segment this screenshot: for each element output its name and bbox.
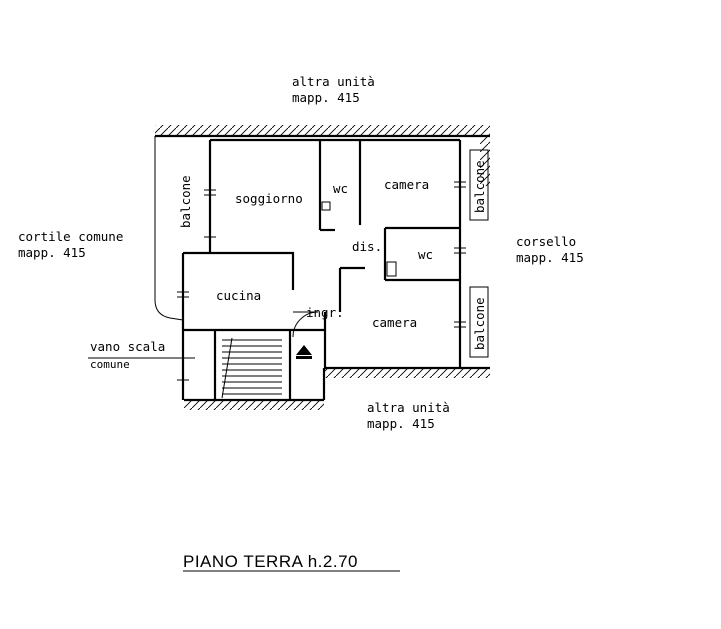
room-cucina: cucina [216, 288, 261, 303]
outer-walls [181, 138, 462, 400]
balcony-left-label: balcone [178, 175, 193, 228]
right-lane-line2: mapp. 415 [516, 250, 584, 265]
stair-label-line2: comune [90, 358, 130, 371]
bottom-neighbor-line1: altra unità [367, 400, 450, 415]
room-dis: dis. [352, 239, 382, 254]
balcony-right-bottom-label: balcone [472, 297, 487, 350]
top-neighbor-line2: mapp. 415 [292, 90, 360, 105]
top-hatched-wall [155, 125, 490, 136]
room-wc-top: wc [333, 181, 348, 196]
balcony-right-bottom [469, 286, 489, 358]
inner-walls [183, 140, 460, 400]
entrance-door [292, 311, 319, 338]
room-ingr: ingr. [306, 305, 344, 320]
top-neighbor-line1: altra unità [292, 74, 375, 89]
room-wc-mid: wc [418, 247, 433, 262]
page-title: PIANO TERRA h.2.70 [183, 552, 358, 571]
bottom-neighbor-line2: mapp. 415 [367, 416, 435, 431]
room-soggiorno: soggiorno [235, 191, 303, 206]
bottom-hatched-wall [184, 400, 324, 410]
window-marks [177, 181, 466, 381]
court-boundary [154, 136, 184, 321]
balcony-right-top-label: balcone [472, 160, 487, 213]
right-lane-line1: corsello [516, 234, 576, 249]
left-court-line1: cortile comune [18, 229, 123, 244]
left-court-line2: mapp. 415 [18, 245, 86, 260]
room-camera-bottom: camera [372, 315, 417, 330]
right-hatched-strip [480, 136, 490, 186]
entrance-marker-base [296, 356, 312, 359]
bottom-right-hatched-wall [324, 368, 490, 378]
room-camera-top: camera [384, 177, 429, 192]
entrance-marker-icon [296, 345, 312, 355]
stair-label-line1: vano scala [90, 339, 165, 354]
stairs [221, 337, 282, 399]
balcony-right-top [469, 149, 489, 221]
